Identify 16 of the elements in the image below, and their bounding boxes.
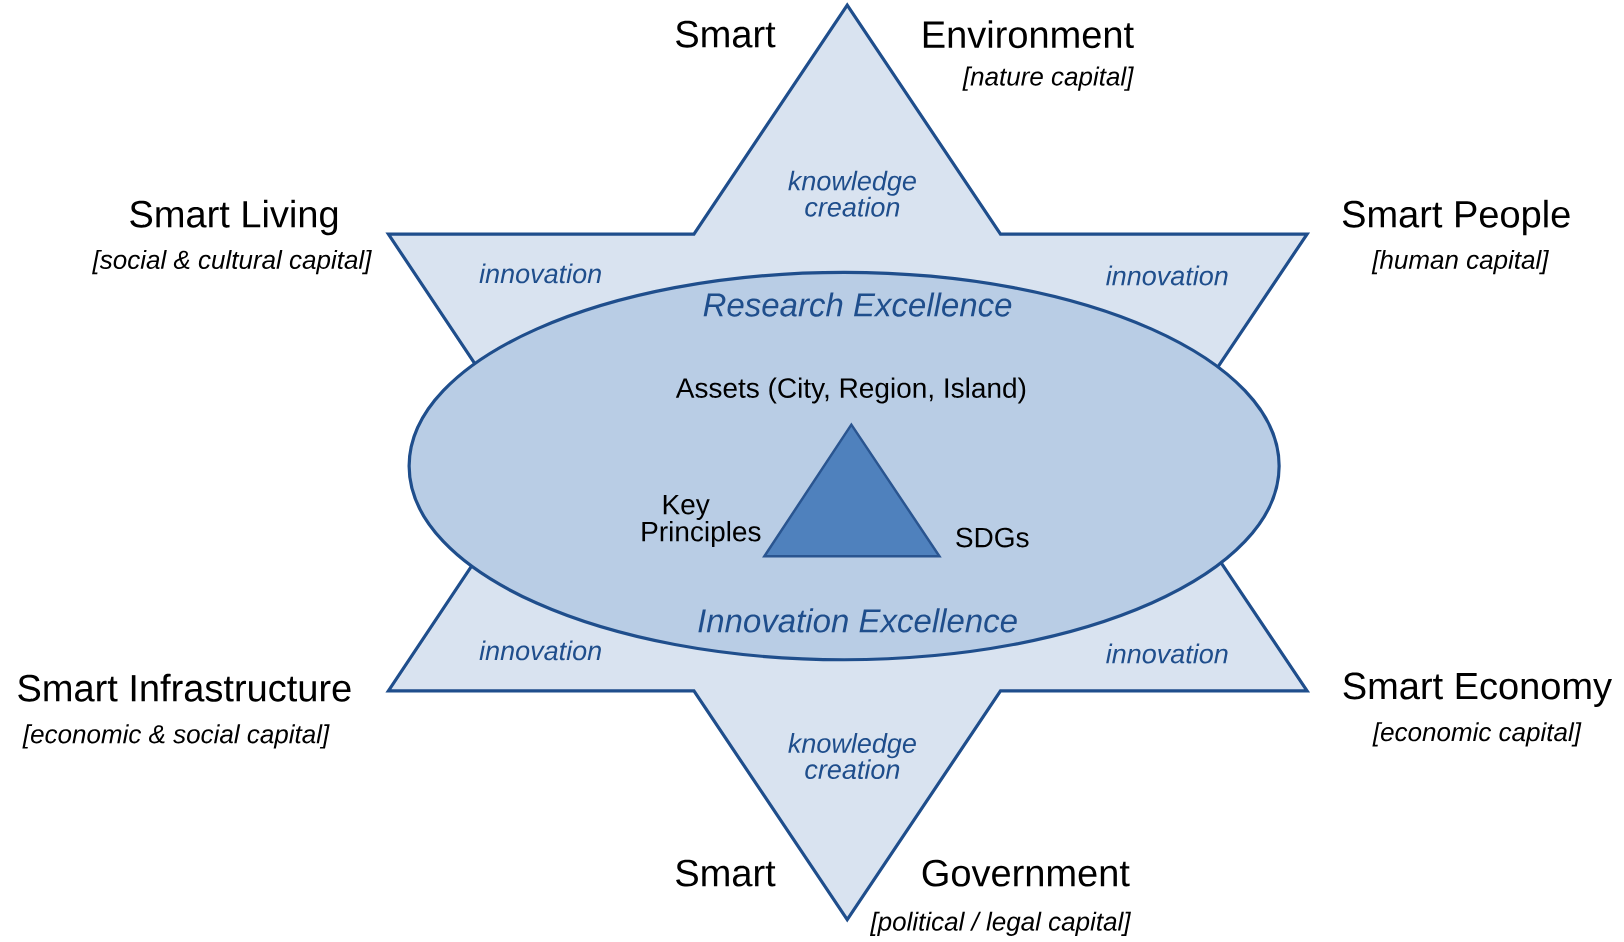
smart-label: Smart Infrastructure xyxy=(18,673,351,702)
smart-label: Environment xyxy=(923,20,1134,49)
smart-label: Smart People xyxy=(1342,199,1570,236)
capital-label: [economic & social capital] xyxy=(22,724,330,749)
triangle-label: Assets (City, Region, Island) xyxy=(675,377,1026,404)
triangle-label: Key Principles xyxy=(642,494,761,548)
smart-label: Smart Economy xyxy=(1343,672,1612,707)
capital-label: [nature capital] xyxy=(962,66,1134,91)
smart-label: Government xyxy=(922,859,1130,887)
smart-label: Smart Living xyxy=(130,199,338,236)
triangle-label: SDGs xyxy=(956,527,1029,548)
smart-label: Smart xyxy=(676,20,776,48)
capital-label: [human capital] xyxy=(1371,249,1549,275)
capital-label: [economic capital] xyxy=(1372,722,1582,747)
smart-label: Smart xyxy=(676,859,776,887)
capital-label: [social & cultural capital] xyxy=(92,249,372,275)
